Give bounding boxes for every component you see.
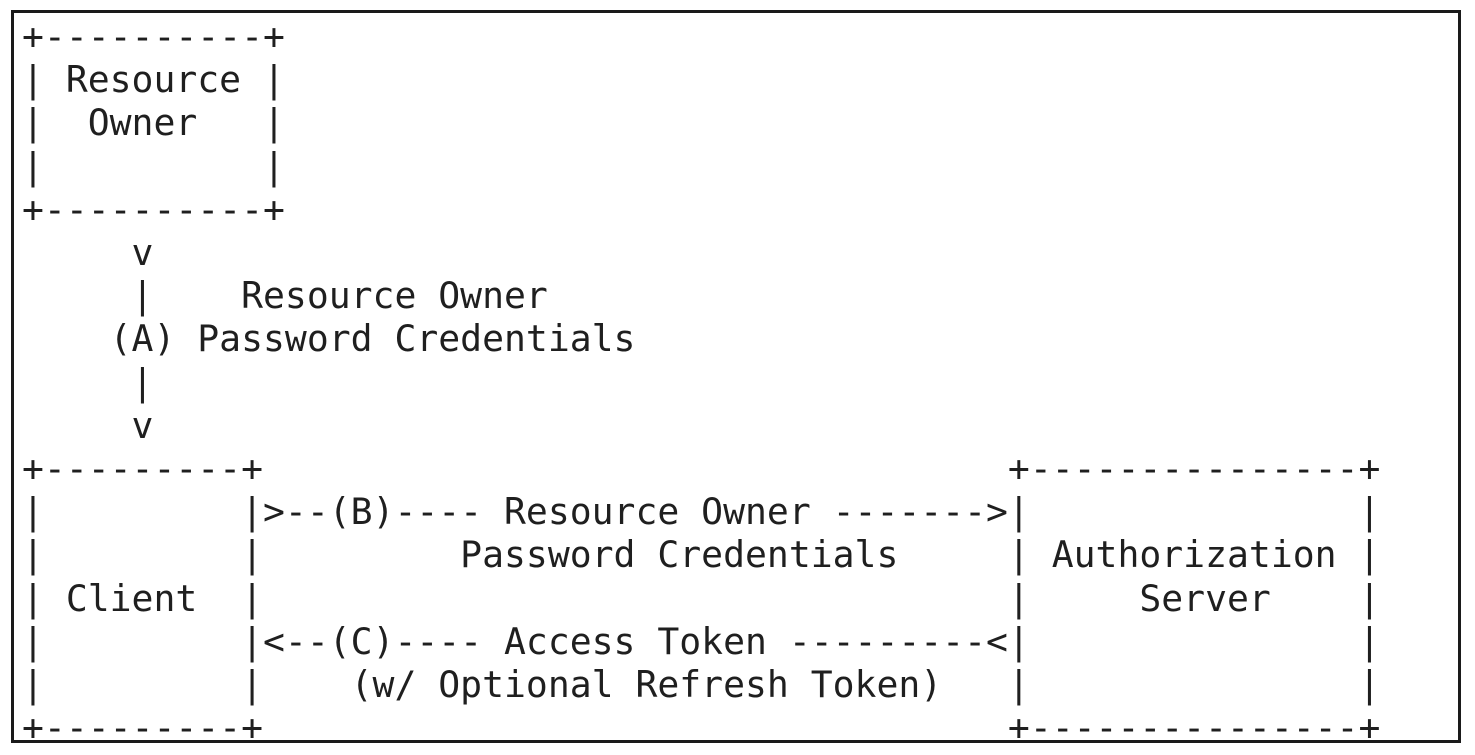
diagram-line: +---------+ +---------------+ <box>22 706 1381 743</box>
diagram-line: +---------+ +---------------+ <box>22 447 1381 491</box>
diagram-line: | Owner | <box>22 101 285 145</box>
diagram-line: | |<--(C)---- Access Token ---------<| | <box>22 619 1381 663</box>
diagram-line: (A) Password Credentials <box>22 317 636 361</box>
diagram-line: | | Password Credentials | Authorization… <box>22 533 1381 577</box>
diagram-line: | Resource | <box>22 58 285 102</box>
diagram-line: | |>--(B)---- Resource Owner ------->| | <box>22 490 1381 534</box>
diagram-line: +----------+ <box>22 15 285 58</box>
diagram-frame: +----------+ | Resource | | Owner | | | … <box>11 10 1461 743</box>
diagram-line: | Resource Owner <box>22 274 548 318</box>
diagram-line: +----------+ <box>22 187 285 231</box>
diagram-line: | | (w/ Optional Refresh Token) | | <box>22 663 1381 707</box>
diagram-line: v <box>22 231 154 275</box>
diagram-line: | | <box>22 144 285 188</box>
diagram-line: | Client | | Server | <box>22 576 1381 620</box>
diagram-line: v <box>22 403 154 447</box>
oauth-password-grant-ascii-diagram: +----------+ | Resource | | Owner | | | … <box>22 15 1381 743</box>
diagram-line: | <box>22 360 154 404</box>
